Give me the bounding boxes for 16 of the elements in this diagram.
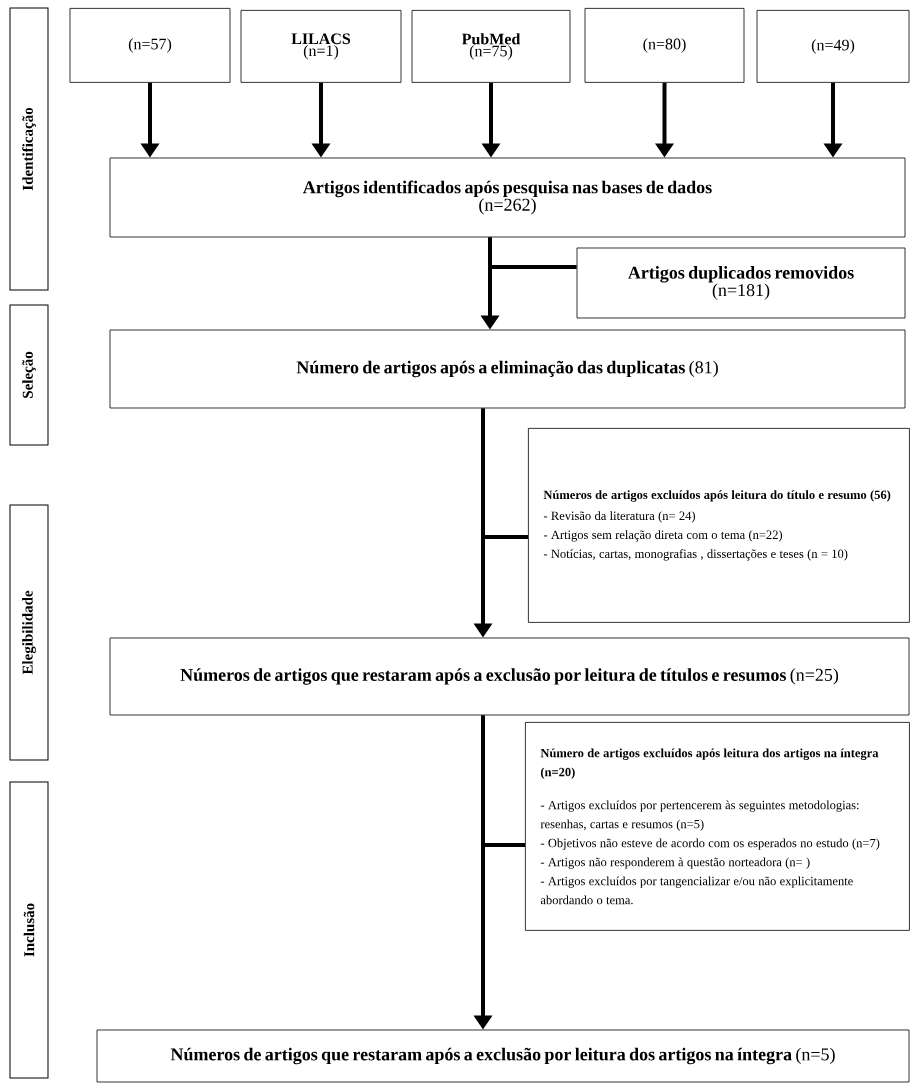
database-box: PubMed (n=75) [411, 10, 571, 83]
process-box: Números de artigos que restaram após a exclusão por leitura dos artigos na íntegra (n=5) [96, 1029, 910, 1083]
stage-label-box: Elegibilidade [9, 504, 49, 761]
database-box: (n=49) [756, 10, 910, 83]
stage-label-box: Identificação [9, 7, 49, 291]
process-box: Artigos duplicados removidos (n=181) [576, 247, 906, 319]
exclusion-box: Números de artigos excluídos após leitura do título e resumo (56) - Revisão da literatura (n= 24) - Artigos sem relação direta com o tema (n=22) - Notícias, cartas, monografias , dissertações e teses (n = 10) [528, 428, 910, 623]
exclusion-box: Número de artigos excluídos após leitura dos artigos na íntegra (n=20) - Artigos excluídos por pertencerem às seguintes metodologias: resenhas, cartas e resumos (n=5) - Objetivos não esteve de acordo com os esperados no estudo (n=7) - Artigos não responderem à questão norteadora (n= ) - Artigos excluídos por tangencializar e/ou não explicitamente abordando o tema. [525, 722, 910, 931]
stage-label-box: Seleção [9, 304, 49, 446]
process-box: Números de artigos que restaram após a exclusão por leitura de títulos e resumos (n=25) [109, 637, 910, 716]
database-box: (n=80) [584, 8, 745, 83]
database-box: (n=57) [69, 8, 231, 83]
process-box: Artigos identificados após pesquisa nas bases de dados (n=262) [109, 157, 906, 238]
stage-label-box: Inclusão [9, 781, 49, 1079]
process-box: Número de artigos após a eliminação das duplicatas (81) [109, 329, 906, 409]
database-box: LILACS (n=1) [240, 10, 402, 83]
